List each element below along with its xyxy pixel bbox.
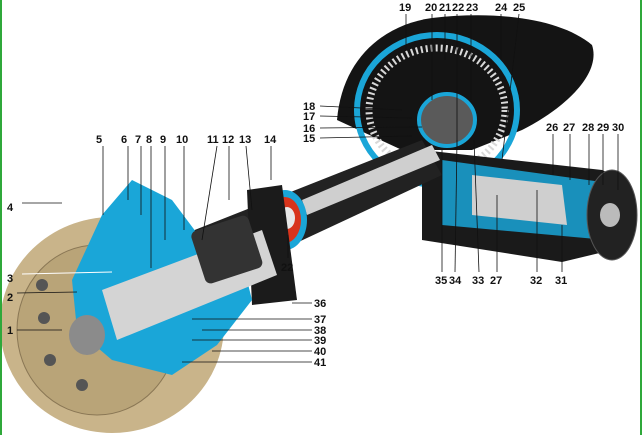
pinion-shaft — [472, 175, 567, 225]
callout-11: 11 — [207, 134, 219, 146]
differential-gears — [417, 92, 477, 148]
callout-40: 40 — [314, 346, 326, 358]
callout-38: 38 — [314, 325, 326, 337]
hub-nut — [69, 315, 105, 355]
callout-12: 12 — [222, 134, 234, 146]
callout-1: 1 — [7, 325, 13, 337]
callout-29: 29 — [597, 122, 609, 134]
callout-19: 19 — [399, 2, 411, 14]
callout-26: 26 — [546, 122, 558, 134]
callout-16: 16 — [303, 123, 315, 135]
callout-41: 41 — [314, 357, 326, 369]
wheel-studs — [36, 279, 88, 391]
callout-34: 34 — [449, 275, 462, 287]
callout-32: 32 — [530, 275, 542, 287]
callout-28: 28 — [582, 122, 594, 134]
callout-24: 24 — [495, 2, 508, 14]
axle-shaft — [302, 145, 440, 215]
callout-7: 7 — [135, 134, 141, 146]
callout-15: 15 — [303, 133, 315, 145]
callout-18: 18 — [303, 101, 315, 113]
callout-22-seal: 22 — [281, 262, 293, 274]
callout-23: 23 — [466, 2, 478, 14]
callout-labels: 1 2 3 4 5 6 7 8 9 10 11 12 13 14 15 16 1… — [7, 2, 624, 369]
differential-housing — [337, 15, 594, 150]
callout-14: 14 — [264, 134, 277, 146]
callout-25: 25 — [513, 2, 525, 14]
callout-6: 6 — [121, 134, 127, 146]
callout-39: 39 — [314, 335, 326, 347]
callout-27: 27 — [563, 122, 575, 134]
callout-5: 5 — [96, 134, 102, 146]
flange-nut — [600, 203, 620, 227]
callout-20: 20 — [425, 2, 437, 14]
callout-37: 37 — [314, 314, 326, 326]
callout-35: 35 — [435, 275, 447, 287]
callout-17: 17 — [303, 111, 315, 123]
leader-lines — [16, 13, 619, 363]
callout-21: 21 — [439, 2, 451, 14]
callout-30: 30 — [612, 122, 624, 134]
callout-33: 33 — [472, 275, 484, 287]
callout-9: 9 — [160, 134, 166, 146]
callout-4: 4 — [7, 202, 14, 214]
callout-2: 2 — [7, 292, 13, 304]
callout-8: 8 — [146, 134, 152, 146]
callout-22: 22 — [452, 2, 464, 14]
callout-3: 3 — [7, 273, 13, 285]
callout-31: 31 — [555, 275, 567, 287]
callout-36: 36 — [314, 298, 326, 310]
callout-10: 10 — [176, 134, 188, 146]
callout-13: 13 — [239, 134, 251, 146]
callout-27-lower: 27 — [490, 275, 502, 287]
shaft-sleeve — [191, 215, 263, 284]
